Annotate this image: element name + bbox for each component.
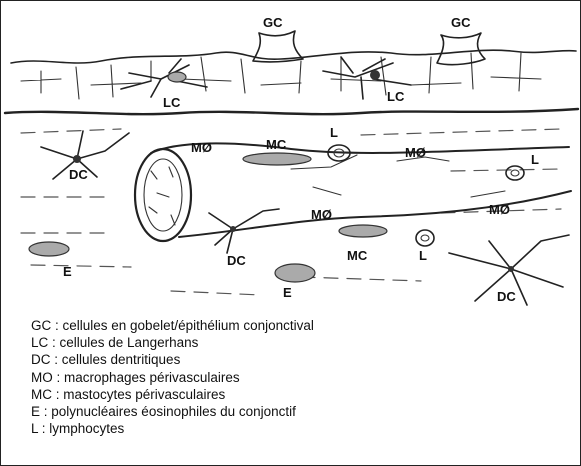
legend-item-mo: MO : macrophages périvasculaires [31, 369, 314, 386]
langerhans-nucleus-right [370, 70, 380, 80]
label-lc-right: LC [387, 89, 405, 104]
label-lc-left: LC [163, 95, 181, 110]
lymphocyte-bottom [416, 230, 434, 246]
eosinophil-center [275, 264, 315, 282]
dendritic-nucleus-right [508, 266, 514, 272]
mast-cell-bottom [339, 225, 387, 237]
macrophage-cells [291, 155, 505, 197]
dendritic-nucleus-left [73, 155, 81, 163]
label-dc-left: DC [69, 167, 88, 182]
label-e-left: E [63, 264, 72, 279]
label-mo-center: MØ [311, 207, 332, 222]
legend-item-lc: LC : cellules de Langerhans [31, 334, 314, 351]
lymphocyte-right [506, 166, 524, 180]
label-dc-center: DC [227, 253, 246, 268]
label-e-center: E [283, 285, 292, 300]
basement-membrane [5, 109, 578, 114]
label-l-top: L [330, 125, 338, 140]
label-mc-top: MC [266, 137, 287, 152]
label-l-right: L [531, 152, 539, 167]
blood-vessel-wall [151, 143, 571, 237]
diagram-drawing: GC GC LC LC MØ MC L MØ L DC MØ MØ MC DC … [1, 1, 581, 311]
eosinophil-left [29, 242, 69, 256]
label-mo-right: MØ [489, 202, 510, 217]
legend-item-mc: MC : mastocytes périvasculaires [31, 386, 314, 403]
label-l-bottom: L [419, 248, 427, 263]
legend-item-gc: GC : cellules en gobelet/épithélium conj… [31, 317, 314, 334]
langerhans-cell-left [121, 59, 207, 97]
dendritic-cell-center [209, 209, 279, 253]
legend-item-l: L : lymphocytes [31, 420, 314, 437]
mast-cell-top [243, 153, 311, 165]
label-gc-right: GC [451, 15, 471, 30]
label-mc-bottom: MC [347, 248, 368, 263]
label-mo-top-right: MØ [405, 145, 426, 160]
vessel-endothelium [149, 167, 175, 225]
label-mo-top-left: MØ [191, 140, 212, 155]
langerhans-nucleus-left [168, 72, 186, 82]
legend-item-e: E : polynucléaires éosinophiles du conjo… [31, 403, 314, 420]
label-gc-left: GC [263, 15, 283, 30]
dendritic-nucleus-center [230, 226, 236, 232]
epithelium-cell-outlines [21, 53, 541, 99]
legend: GC : cellules en gobelet/épithélium conj… [31, 317, 314, 437]
legend-item-dc: DC : cellules dentritiques [31, 351, 314, 368]
goblet-cell-right [437, 33, 485, 65]
label-dc-right: DC [497, 289, 516, 304]
